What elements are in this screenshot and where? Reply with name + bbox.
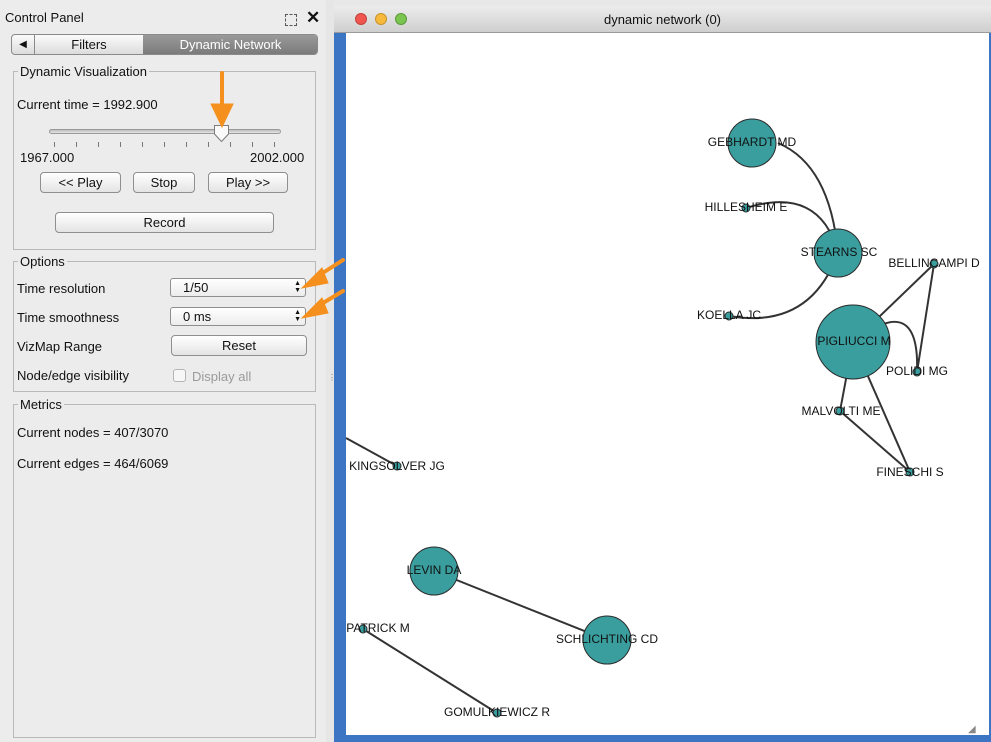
edge-malvolti-fineschi[interactable] (839, 410, 911, 473)
node-label: SCHLICHTING CD (556, 632, 658, 646)
float-window-icon[interactable] (285, 14, 297, 26)
tab-filters[interactable]: Filters (71, 37, 107, 52)
network-window: dynamic network (0) (334, 6, 991, 742)
node-pigliucci[interactable] (815, 304, 891, 380)
time-smoothness-value: 0 ms (183, 309, 212, 324)
control-panel-title: Control Panel (5, 10, 84, 25)
time-resolution-spinner[interactable]: 1/50 ▲▼ (170, 278, 306, 297)
record-button[interactable]: Record (55, 212, 274, 233)
slider-tick (252, 142, 253, 147)
node-schlichting[interactable] (582, 615, 632, 665)
spinner-arrows-icon[interactable]: ▲▼ (294, 280, 301, 294)
divider-grip-icon[interactable]: ⋮ (328, 373, 336, 382)
metrics-legend: Metrics (18, 397, 64, 412)
edge-patrick-gomulkiewicz[interactable] (362, 628, 498, 714)
slider-min-label: 1967.000 (20, 150, 75, 165)
node-bellincampi[interactable] (929, 259, 939, 269)
slider-tick (98, 142, 99, 147)
node-polidi[interactable] (912, 367, 922, 377)
node-label: PIGLIUCCI M (817, 334, 890, 348)
options-group (13, 261, 316, 392)
node-label: KINGSOLVER JG (349, 459, 445, 473)
window-close-button[interactable] (355, 13, 367, 25)
slider-tick (142, 142, 143, 147)
node-label: HILLESHEIM E (705, 200, 788, 214)
annotation-arrow-time-smoothness (300, 289, 345, 319)
node-label: KOELLA JC (697, 308, 761, 322)
network-canvas[interactable] (346, 33, 989, 735)
node-fineschi[interactable] (905, 467, 915, 477)
current-edges-label: Current edges = 464/6069 (17, 456, 169, 471)
node-gebhardt[interactable] (727, 118, 777, 168)
slider-tick (54, 142, 55, 147)
node-label: POLIDI MG (886, 364, 948, 378)
window-resize-grip-icon[interactable]: ◢ (968, 724, 976, 735)
vizmap-range-label: VizMap Range (17, 339, 103, 354)
close-icon[interactable]: ✕ (306, 8, 321, 27)
node-patrick[interactable] (358, 624, 368, 634)
node-label: GEBHARDT MD (708, 135, 797, 149)
annotation-arrow-time-resolution (300, 258, 345, 289)
tab-scroll-back-button[interactable]: ◀ (12, 35, 35, 54)
node-label: STEARNS SC (801, 245, 878, 259)
time-slider-thumb[interactable] (213, 124, 230, 143)
current-time-label: Current time = 1992.900 (17, 97, 158, 112)
slider-max-label: 2002.000 (250, 150, 305, 165)
node-gomulkiewicz[interactable] (492, 708, 502, 718)
stop-button[interactable]: Stop (133, 172, 195, 193)
metrics-group (13, 404, 316, 738)
dynamic-visualization-group (13, 71, 316, 250)
options-legend: Options (18, 254, 67, 269)
window-minimize-button[interactable] (375, 13, 387, 25)
tab-dynamic-network[interactable]: Dynamic Network (143, 35, 317, 54)
tab-bar: ◀ Filters Dynamic Network (11, 34, 318, 55)
play-forward-button[interactable]: Play >> (208, 172, 288, 193)
slider-tick (274, 142, 275, 147)
slider-tick (76, 142, 77, 147)
node-malvolti[interactable] (835, 406, 845, 416)
time-slider-track[interactable] (49, 129, 281, 134)
node-label: GOMULKIEWICZ R (444, 705, 550, 719)
left-triangle-icon: ◀ (19, 39, 27, 50)
slider-tick (164, 142, 165, 147)
window-zoom-button[interactable] (395, 13, 407, 25)
node-label: FINESCHI S (876, 465, 943, 479)
display-all-checkbox[interactable] (173, 369, 186, 382)
control-panel-titlebar: Control Panel ✕ (0, 5, 326, 29)
current-nodes-label: Current nodes = 407/3070 (17, 425, 169, 440)
node-koella[interactable] (724, 311, 734, 321)
play-backward-button[interactable]: << Play (40, 172, 121, 193)
control-panel: Control Panel ✕ ◀ Filters Dynamic Networ… (0, 0, 326, 742)
slider-tick (230, 142, 231, 147)
split-pane-divider[interactable] (326, 0, 334, 742)
node-stearns[interactable] (813, 228, 863, 278)
node-label: BELLINCAMPI D (888, 256, 980, 270)
annotation-arrow-slider (210, 71, 234, 129)
slider-tick (120, 142, 121, 147)
node-edge-visibility-label: Node/edge visibility (17, 368, 130, 383)
edge-levin-schlichting[interactable] (433, 570, 608, 641)
time-resolution-label: Time resolution (17, 281, 106, 296)
slider-tick (208, 142, 209, 147)
time-resolution-value: 1/50 (183, 280, 209, 295)
node-kingsolver[interactable] (392, 461, 402, 471)
edge-bellincampi-polidi[interactable] (916, 263, 935, 373)
display-all-label: Display all (192, 369, 252, 384)
time-smoothness-label: Time smoothness (17, 310, 120, 325)
slider-tick (186, 142, 187, 147)
dynamic-visualization-legend: Dynamic Visualization (18, 64, 149, 79)
node-levin[interactable] (409, 546, 459, 596)
node-label: LEVIN DA (407, 563, 462, 577)
reset-button[interactable]: Reset (171, 335, 307, 356)
spinner-arrows-icon[interactable]: ▲▼ (294, 309, 301, 323)
network-window-titlebar[interactable]: dynamic network (0) (334, 6, 991, 33)
node-label: PATRICK M (346, 621, 410, 635)
edge-offscreen-kingsolver[interactable] (345, 437, 398, 467)
node-label: MALVOLTI ME (802, 404, 881, 418)
network-window-title: dynamic network (0) (603, 12, 722, 27)
node-hillesheim[interactable] (741, 203, 751, 213)
